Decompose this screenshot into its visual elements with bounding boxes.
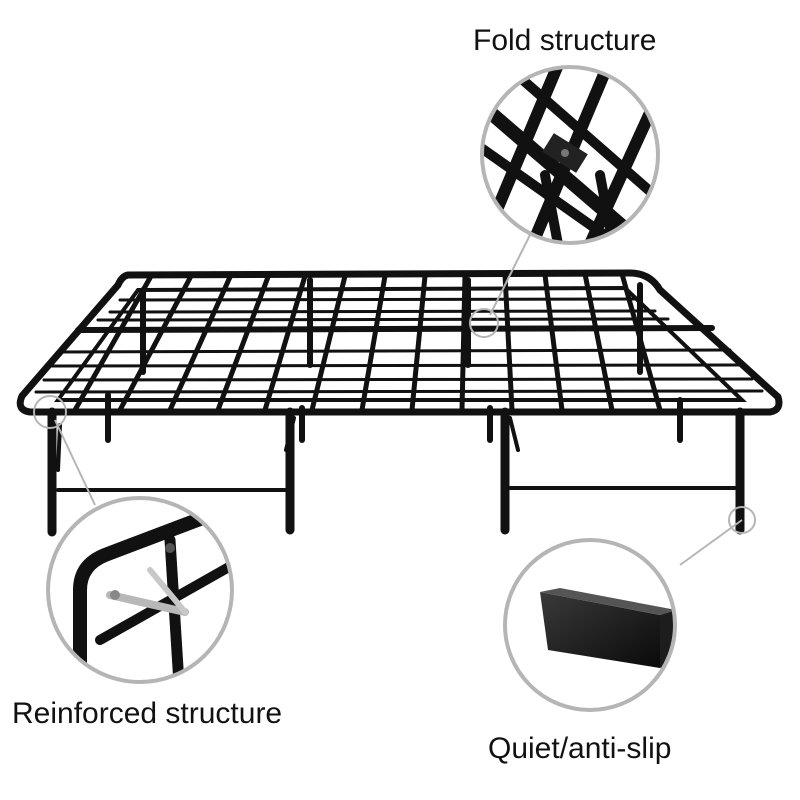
cross-slats [72,271,663,413]
reinforced-structure-callout [46,496,234,684]
quiet-anti-slip-label: Quiet/anti-slip [488,732,672,765]
quiet-anti-slip-callout [503,538,677,712]
callout-pointers [33,234,756,566]
fold-structure-label: Fold structure [473,24,657,57]
bed-frame [16,269,783,537]
reinforced-structure-label: Reinforced structure [12,697,283,730]
platform-slats [34,297,764,394]
fold-structure-callout [480,65,660,245]
leg-braces [56,416,737,492]
front-legs [47,407,745,537]
frame-rim [16,269,783,416]
